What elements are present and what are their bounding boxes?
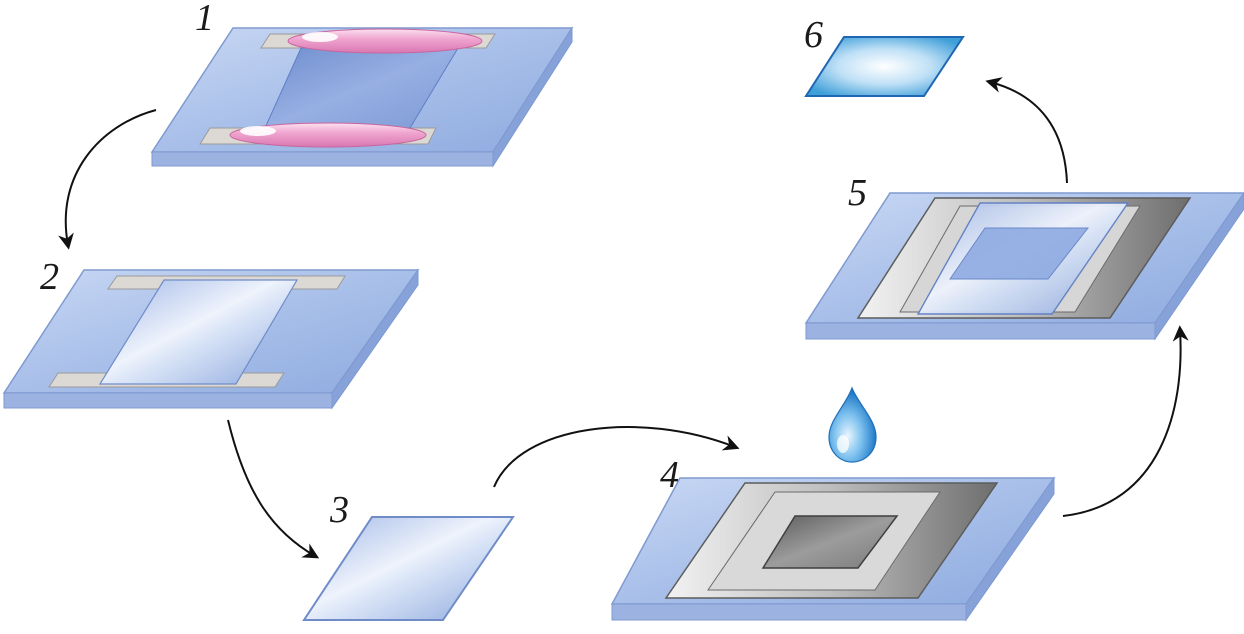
water-drop-icon xyxy=(828,386,877,463)
step-label-3: 3 xyxy=(329,489,349,531)
step-label-2: 2 xyxy=(40,256,59,298)
step-2-substrate-with-film xyxy=(2,268,420,410)
step-1-substrate-with-droplets xyxy=(150,26,574,168)
step-5-film-on-frame xyxy=(804,192,1244,341)
step-6-final-flake xyxy=(804,36,965,97)
curved-arrow-3-to-4 xyxy=(493,426,740,488)
step-3-free-film xyxy=(302,516,515,621)
curved-arrow-5-to-6 xyxy=(985,77,1068,184)
curved-arrow-2-to-3 xyxy=(227,419,320,559)
step-label-6: 6 xyxy=(804,14,823,56)
step-label-4: 4 xyxy=(660,454,679,496)
step-label-1: 1 xyxy=(195,0,214,39)
step-4-film-in-frame xyxy=(610,476,1056,622)
curved-arrow-4-to-5 xyxy=(1062,325,1189,517)
curved-arrow-1-to-2 xyxy=(58,109,157,250)
step-label-5: 5 xyxy=(848,172,867,214)
